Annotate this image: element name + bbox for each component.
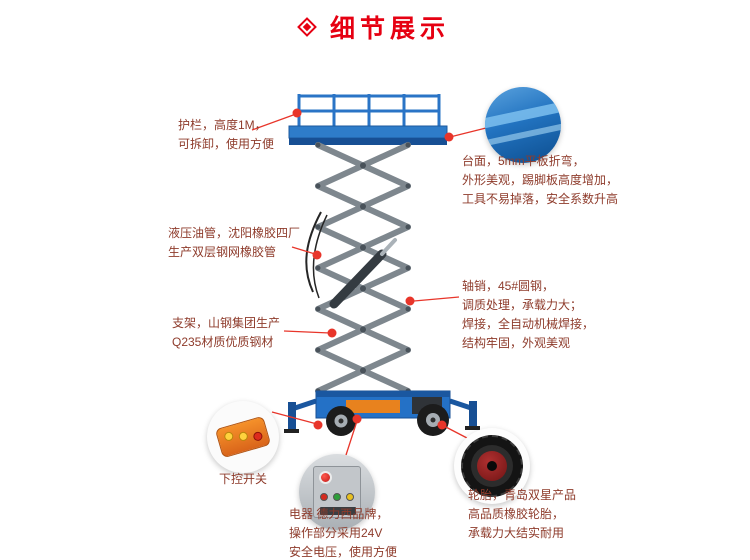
section-header: 细节展示 — [0, 9, 750, 45]
section-title: 细节展示 — [329, 15, 450, 43]
callout-text: 承载力大结实耐用 — [468, 526, 565, 540]
callout-text: 轴销，45#圆钢， — [462, 279, 555, 293]
control-box-panel — [313, 466, 361, 518]
remote-control-body — [214, 415, 272, 459]
panel-button-red — [320, 493, 328, 501]
tire-photo — [454, 428, 530, 504]
callout-text: 安全电压，使用方便 — [289, 545, 398, 559]
callout-text: 轮胎，青岛双星产品 — [468, 488, 577, 502]
callout-hydraulic-hose: 液压油管，沈阳橡胶四厂 生产双层钢网橡胶管 — [168, 224, 300, 262]
lift-hydraulics — [305, 211, 397, 309]
callout-text: 下控开关 — [218, 472, 267, 486]
remote-button-yellow-1 — [223, 430, 235, 442]
panel-button-green — [333, 493, 341, 501]
panel-nameplate — [320, 507, 356, 515]
leader-dots — [292, 108, 454, 430]
callout-platform: 台面，5mm平板折弯， 外形美观，踢脚板高度增加， 工具不易掉落，安全系数升高 — [462, 152, 618, 209]
remote-button-red — [252, 430, 264, 442]
callout-text: 液压油管，沈阳橡胶四厂 — [168, 226, 301, 240]
callout-support-frame: 支架，山钢集团生产 Q235材质优质钢材 — [172, 314, 280, 352]
emergency-stop-button — [319, 471, 332, 484]
lift-guardrail — [297, 94, 441, 127]
callout-axle-pin: 轴销，45#圆钢， 调质处理，承载力大； 焊接，全自动机械焊接， 结构牢固，外观… — [462, 277, 594, 353]
panel-button-yellow — [346, 493, 354, 501]
callout-text: 护栏，高度1M， — [178, 118, 267, 132]
lift-base — [284, 390, 480, 433]
callout-text: 高品质橡胶轮胎， — [468, 507, 565, 521]
callout-text: 结构牢固，外观美观 — [462, 336, 571, 350]
callout-tires: 轮胎，青岛双星产品 高品质橡胶轮胎， 承载力大结实耐用 — [468, 486, 576, 543]
callout-text: 工具不易掉落，安全系数升高 — [462, 192, 619, 206]
lift-scissor-pivots — [315, 142, 411, 394]
callout-text: 电器 德力西品牌， — [289, 507, 389, 521]
tire-axle-center — [487, 461, 497, 471]
callout-text: 外形美观，踢脚板高度增加， — [462, 173, 619, 187]
control-box-photo — [299, 454, 375, 530]
callout-guardrail: 护栏，高度1M， 可拆卸，使用方便 — [178, 116, 274, 154]
callout-text: 操作部分采用24V — [289, 526, 383, 540]
callout-text: 生产双层钢网橡胶管 — [168, 245, 277, 259]
lift-platform — [288, 125, 448, 145]
remote-button-yellow-2 — [237, 430, 249, 442]
callout-text: 支架，山钢集团生产 — [172, 316, 281, 330]
callout-text: 可拆卸，使用方便 — [178, 137, 275, 151]
remote-control-photo — [207, 401, 279, 473]
callout-electrics: 电器 德力西品牌， 操作部分采用24V 安全电压，使用方便 — [289, 505, 397, 560]
callout-lower-control: 下控开关 — [205, 470, 281, 489]
callout-text: 调质处理，承载力大； — [462, 298, 583, 312]
platform-detail-photo — [485, 87, 561, 163]
callout-text: 焊接，全自动机械焊接， — [462, 317, 595, 331]
leader-lines — [251, 113, 487, 456]
callout-text: 台面，5mm平板折弯， — [462, 154, 585, 168]
callout-text: Q235材质优质钢材 — [172, 335, 274, 349]
